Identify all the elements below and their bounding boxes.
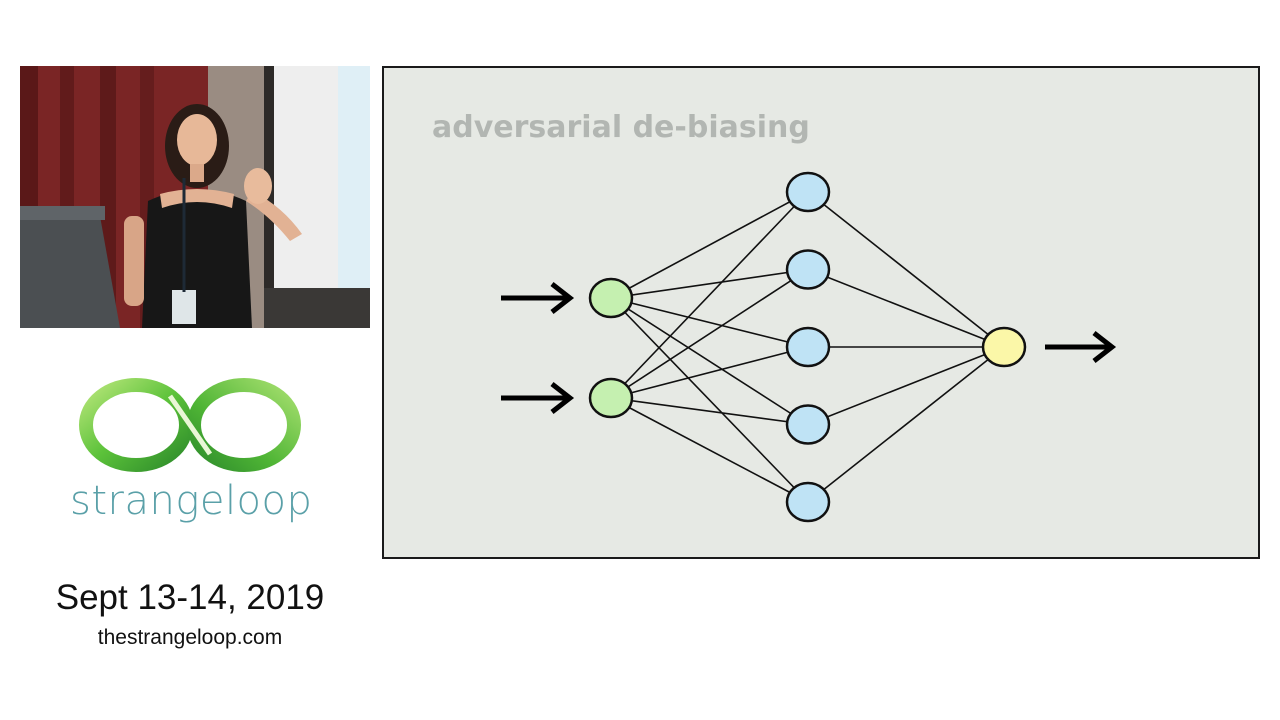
input-node-2 [588,377,634,419]
output-node-1 [981,326,1027,368]
hidden-node-2 [785,249,831,290]
network-edges [610,191,1005,503]
network-arrows [501,282,1117,414]
hidden-node-3 [785,326,831,368]
hidden-node-5 [785,481,831,523]
event-date: Sept 13-14, 2019 [55,578,325,617]
hidden-node-4 [785,404,831,445]
speaker-image [20,66,370,328]
logo-wordmark: strangeloop [70,478,313,524]
edge-input-1-hidden-1 [610,191,809,299]
edge-hidden-1-output-1 [807,191,1005,348]
slide-title: adversarial de-biasing [432,110,810,145]
edge-input-1-hidden-2 [610,268,809,299]
edge-input-2-hidden-3 [610,346,809,399]
network-nodes [588,171,1027,523]
speaker-video [20,66,370,328]
input-arrow-icon-2 [501,382,575,414]
edge-hidden-4-output-1 [807,346,1005,426]
strangeloop-logo: strangeloop [70,370,313,530]
edge-input-1-hidden-3 [610,297,809,348]
edge-input-2-hidden-1 [610,191,809,399]
input-node-1 [588,277,634,319]
edge-hidden-5-output-1 [807,346,1005,503]
edge-input-1-hidden-4 [610,297,809,426]
infinity-logo-icon [79,378,301,472]
neural-network-diagram [501,171,1117,523]
edge-input-2-hidden-4 [610,397,809,426]
edge-hidden-2-output-1 [807,268,1005,348]
event-url: thestrangeloop.com [97,626,283,649]
slide: adversarial de-biasing [382,66,1260,559]
hidden-node-1 [785,171,831,213]
output-arrow-icon-1 [1045,331,1117,363]
input-arrow-icon-1 [501,282,575,314]
edge-input-2-hidden-2 [610,268,809,399]
edge-input-2-hidden-5 [610,397,809,503]
edge-input-1-hidden-5 [610,297,809,503]
